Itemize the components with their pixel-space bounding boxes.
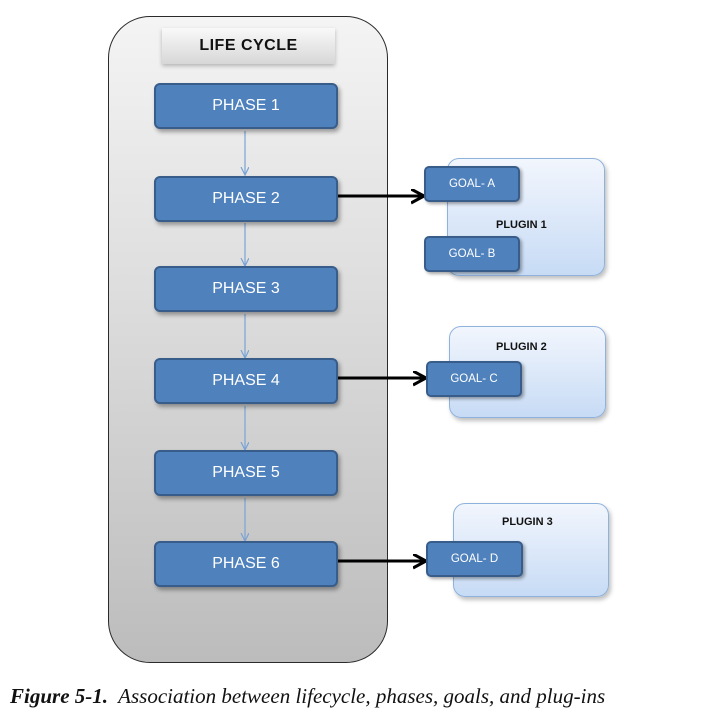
goal-b: GOAL- B xyxy=(424,236,520,272)
phase-1: PHASE 1 xyxy=(154,83,338,129)
lifecycle-title: LIFE CYCLE xyxy=(162,28,335,64)
goal-d: GOAL- D xyxy=(426,541,523,577)
phase-4: PHASE 4 xyxy=(154,358,338,404)
goal-a: GOAL- A xyxy=(424,166,520,202)
figure-number: Figure 5-1. xyxy=(10,684,109,708)
goal-c: GOAL- C xyxy=(426,361,522,397)
plugin-1-label: PLUGIN 1 xyxy=(496,219,547,231)
figure-caption-text: Association between lifecycle, phases, g… xyxy=(118,684,606,708)
phase-3: PHASE 3 xyxy=(154,266,338,312)
phase-5: PHASE 5 xyxy=(154,450,338,496)
phase-2: PHASE 2 xyxy=(154,176,338,222)
plugin-3-label: PLUGIN 3 xyxy=(502,516,553,528)
phase-6: PHASE 6 xyxy=(154,541,338,587)
figure-caption: Figure 5-1. Association between lifecycl… xyxy=(10,684,710,709)
plugin-2-label: PLUGIN 2 xyxy=(496,341,547,353)
